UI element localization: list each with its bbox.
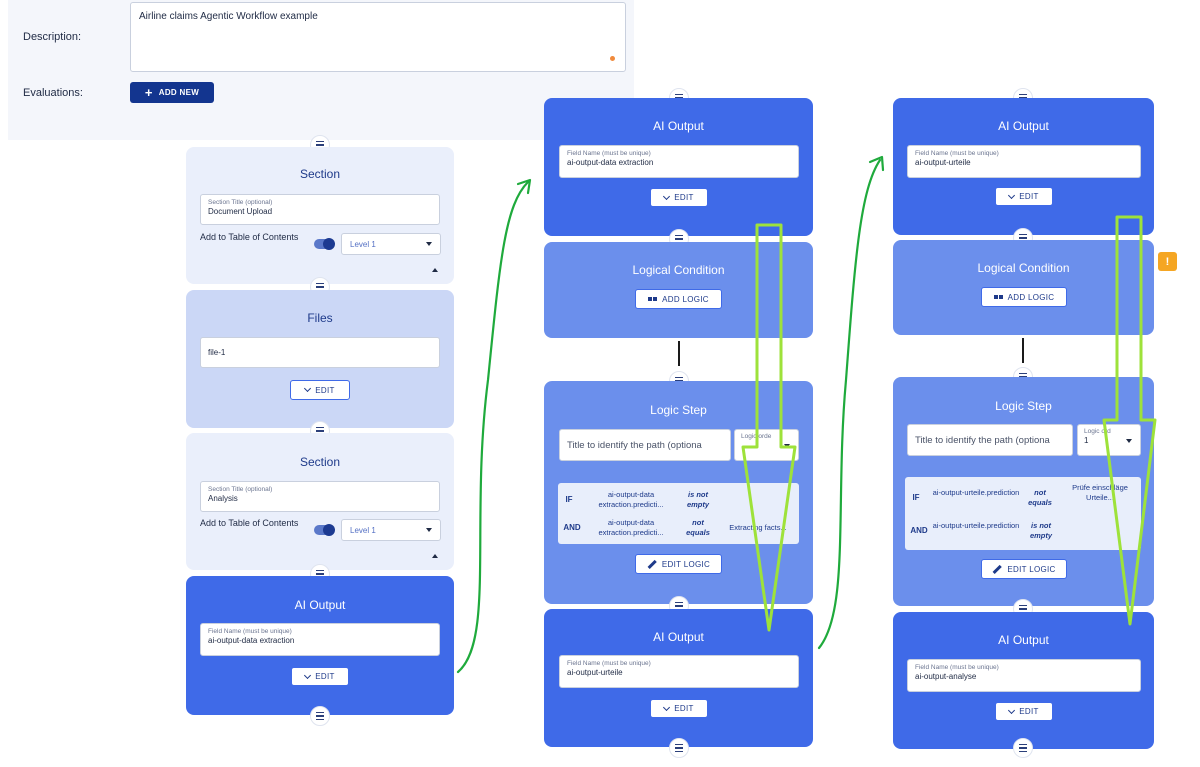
add-logic-button[interactable]: ADD LOGIC <box>981 287 1067 307</box>
edit-button[interactable]: EDIT <box>290 380 350 400</box>
card-title: AI Output <box>998 119 1049 133</box>
toc-toggle[interactable] <box>314 524 335 536</box>
description-input[interactable]: Airline claims Agentic Workflow example <box>130 2 626 72</box>
caret-down-icon <box>1126 439 1132 443</box>
plus-icon: + <box>144 85 153 100</box>
card-title: Logical Condition <box>977 261 1070 275</box>
toc-toggle[interactable] <box>314 238 335 250</box>
caret-down-icon <box>784 444 790 448</box>
ai-output-card: AI Output Field Name (must be unique) ai… <box>544 98 813 236</box>
chevron-down-icon <box>304 671 312 679</box>
pencil-icon <box>992 564 1002 574</box>
section-title-field[interactable]: Section Title (optional) Document Upload <box>200 194 440 225</box>
path-title-input[interactable]: Title to identify the path (optiona <box>559 429 731 461</box>
card-title: Logical Condition <box>632 263 725 277</box>
logic-step-card: Logic Step Title to identify the path (o… <box>544 381 813 604</box>
chevron-down-icon <box>304 384 312 393</box>
edit-button[interactable]: EDIT <box>650 188 708 207</box>
collapse-chevron-icon[interactable] <box>432 554 438 558</box>
path-title-input[interactable]: Title to identify the path (optiona <box>907 424 1073 456</box>
card-title: Logic Step <box>995 399 1052 413</box>
description-label: Description: <box>23 31 82 43</box>
card-title: AI Output <box>653 630 704 644</box>
files-card: Files file-1 EDIT <box>186 290 454 428</box>
caret-down-icon <box>426 528 432 532</box>
ai-output-card: AI Output Field Name (must be unique) ai… <box>893 98 1154 235</box>
condition-row[interactable]: IF ai-output-urteile.prediction not equa… <box>912 483 1128 507</box>
card-title: AI Output <box>294 598 346 612</box>
card-title: Section <box>299 455 341 469</box>
drag-handle-icon[interactable] <box>669 738 689 758</box>
card-title: AI Output <box>653 119 704 133</box>
field-name-input[interactable]: Field Name (must be unique) ai-output-an… <box>907 659 1141 692</box>
drag-handle-icon[interactable] <box>310 706 330 726</box>
card-title: Files <box>307 311 333 325</box>
add-logic-button[interactable]: ADD LOGIC <box>635 289 722 309</box>
logic-tree-icon <box>648 297 658 301</box>
edit-logic-button[interactable]: EDIT LOGIC <box>635 554 722 574</box>
level-select[interactable]: Level 1 <box>341 233 441 255</box>
toc-label: Add to Table of Contents <box>200 518 299 528</box>
card-title: Section <box>299 167 341 181</box>
add-new-button[interactable]: + ADD NEW <box>130 82 214 103</box>
logical-condition-card: Logical Condition ADD LOGIC <box>544 242 813 338</box>
warning-icon[interactable]: ! <box>1158 252 1177 271</box>
toc-label: Add to Table of Contents <box>200 232 299 242</box>
section-card-analysis: Section Section Title (optional) Analysi… <box>186 433 454 570</box>
pencil-icon <box>647 559 657 569</box>
logic-order-select[interactable]: Logic ord 1 <box>1077 424 1141 456</box>
logic-order-select[interactable]: Logic orde <box>734 429 799 461</box>
ai-output-card: AI Output Field Name (must be unique) ai… <box>186 576 454 715</box>
evaluations-label: Evaluations: <box>23 87 83 99</box>
condition-row[interactable]: AND ai-output-urteile.prediction is not … <box>910 521 1053 540</box>
caret-down-icon <box>426 242 432 246</box>
conditions-table: IF ai-output-urteile.prediction not equa… <box>905 477 1141 550</box>
annotation-arrowhead <box>868 155 885 172</box>
edit-button[interactable]: EDIT <box>995 187 1053 206</box>
edit-button[interactable]: EDIT <box>650 699 708 718</box>
drag-handle-icon[interactable] <box>1013 738 1033 758</box>
collapse-chevron-icon[interactable] <box>432 268 438 272</box>
chevron-down-icon <box>663 703 671 711</box>
card-title: AI Output <box>998 633 1049 647</box>
ai-output-card: AI Output Field Name (must be unique) ai… <box>893 612 1154 749</box>
edit-button[interactable]: EDIT <box>995 702 1053 721</box>
chevron-down-icon <box>1008 191 1016 199</box>
chevron-down-icon <box>663 192 671 200</box>
edit-logic-button[interactable]: EDIT LOGIC <box>981 559 1067 579</box>
form-panel: Description: Airline claims Agentic Work… <box>8 0 634 140</box>
condition-row[interactable]: IF ai-output-data extraction.predicti...… <box>565 490 710 509</box>
edit-button[interactable]: EDIT <box>291 667 349 686</box>
section-card-document-upload: Section Section Title (optional) Documen… <box>186 147 454 284</box>
condition-row[interactable]: AND ai-output-data extraction.predicti..… <box>563 518 787 537</box>
connector-line <box>678 341 680 366</box>
card-title: Logic Step <box>650 403 707 417</box>
required-dot <box>610 56 615 61</box>
connector-line <box>1022 338 1024 363</box>
level-select[interactable]: Level 1 <box>341 519 441 541</box>
files-field[interactable]: file-1 <box>200 337 440 368</box>
field-name-input[interactable]: Field Name (must be unique) ai-output-da… <box>559 145 799 178</box>
logic-tree-icon <box>993 295 1003 299</box>
field-name-input[interactable]: Field Name (must be unique) ai-output-ur… <box>907 145 1141 178</box>
section-title-field[interactable]: Section Title (optional) Analysis <box>200 481 440 512</box>
field-name-input[interactable]: Field Name (must be unique) ai-output-ur… <box>559 655 799 688</box>
description-value: Airline claims Agentic Workflow example <box>139 11 318 22</box>
field-name-input[interactable]: Field Name (must be unique) ai-output-da… <box>200 623 440 656</box>
logic-step-card: Logic Step Title to identify the path (o… <box>893 377 1154 606</box>
annotation-arrowhead <box>516 178 532 195</box>
chevron-down-icon <box>1008 706 1016 714</box>
ai-output-card: AI Output Field Name (must be unique) ai… <box>544 609 813 747</box>
annotation-curve-arrow <box>456 180 530 674</box>
annotation-curve-arrow <box>817 158 882 650</box>
conditions-table: IF ai-output-data extraction.predicti...… <box>558 483 799 544</box>
logical-condition-card: Logical Condition ADD LOGIC <box>893 240 1154 335</box>
